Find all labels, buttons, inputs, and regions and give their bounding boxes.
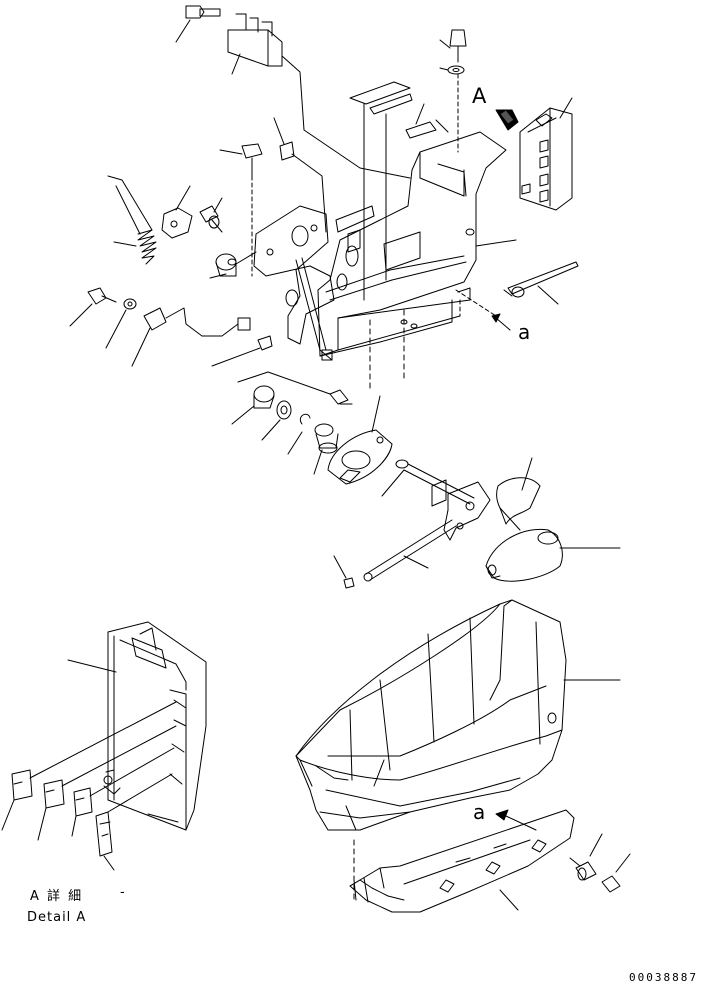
leader-line (175, 19, 191, 43)
leader-line (103, 855, 115, 871)
pivot-bolt (395, 459, 475, 505)
bolt-top-left (185, 5, 221, 19)
spring (107, 175, 157, 265)
leader-line (313, 449, 323, 475)
leader-line (333, 555, 347, 579)
leader-line (213, 197, 223, 213)
arrow-marker-label: a (473, 800, 486, 824)
cover-cap (601, 875, 621, 893)
leader-line (237, 371, 269, 383)
leader-line (235, 251, 257, 265)
wire-harness (281, 55, 411, 179)
leader-line (287, 431, 303, 455)
foam-pad (349, 81, 449, 301)
snap-ring (299, 413, 311, 425)
gear-quadrant (327, 429, 393, 485)
leader-line (499, 889, 519, 911)
screw (343, 577, 355, 589)
washer (276, 400, 292, 420)
leader-line (615, 853, 631, 873)
clip (329, 389, 353, 405)
collar (253, 385, 275, 409)
leader-line (37, 807, 47, 841)
leader-line (219, 149, 243, 155)
leader-line (505, 815, 537, 831)
leader-line (475, 239, 517, 247)
leader-line (105, 309, 127, 349)
leader-line (537, 285, 559, 305)
connector-plug (95, 811, 113, 857)
leader-line (231, 53, 241, 75)
leader-line (67, 659, 117, 673)
bolt-right (447, 29, 467, 153)
detail-a-case (103, 621, 207, 831)
drawing-code: 00038887 (629, 971, 698, 984)
leader-line (231, 405, 255, 425)
lever-boot (496, 477, 541, 531)
leader-line (495, 317, 511, 331)
bolt-left (241, 143, 263, 277)
relay-block (227, 13, 283, 67)
limit-switch (161, 207, 193, 239)
arrow-marker-label: a (518, 320, 531, 344)
detail-dash: - (120, 885, 125, 900)
relay-1 (11, 769, 33, 801)
relay-2 (43, 779, 65, 809)
leader-line (113, 241, 137, 247)
console-cover (295, 599, 567, 831)
wire-harness (291, 153, 327, 233)
leader-line (439, 67, 449, 71)
leader-line (69, 303, 93, 327)
leader-line (175, 185, 191, 211)
leader-line (439, 39, 451, 49)
leader-line (589, 833, 603, 857)
lever-arm (431, 479, 491, 541)
knob (314, 423, 339, 454)
switch-bolt (199, 205, 223, 233)
leader-line (559, 97, 573, 119)
arrow-head (495, 809, 509, 821)
detail-title-en: Detail A (27, 910, 87, 925)
leader-line (71, 815, 77, 837)
leader-line (1, 799, 15, 831)
lever-grip (485, 528, 563, 582)
leader-line (131, 327, 151, 367)
side-plate (253, 205, 335, 361)
lower-cover (349, 809, 575, 913)
cover-bolt (569, 857, 597, 881)
bushing (215, 253, 237, 277)
leader-line (381, 469, 405, 497)
clip (273, 117, 295, 161)
leader-line (29, 701, 177, 779)
leader-line (89, 747, 175, 797)
leader-line (61, 725, 177, 787)
relay-3 (73, 787, 93, 817)
view-marker-label: A (472, 84, 487, 108)
leader-line (403, 555, 429, 569)
leader-line (107, 773, 173, 813)
ground-bolt (87, 287, 251, 337)
leader-line (521, 457, 533, 491)
cable-clip (211, 335, 273, 367)
view-arrow (495, 109, 519, 131)
leader-line (267, 371, 331, 395)
detail-title-jp: A 詳 細 (30, 889, 84, 904)
shift-rod (363, 519, 457, 582)
controller-box (519, 107, 573, 211)
cable-tie (503, 261, 579, 298)
leader-line (261, 419, 281, 441)
leader-line (209, 273, 227, 279)
console-frame (317, 131, 507, 391)
arrow-head (491, 313, 501, 323)
leader-line (371, 395, 381, 433)
